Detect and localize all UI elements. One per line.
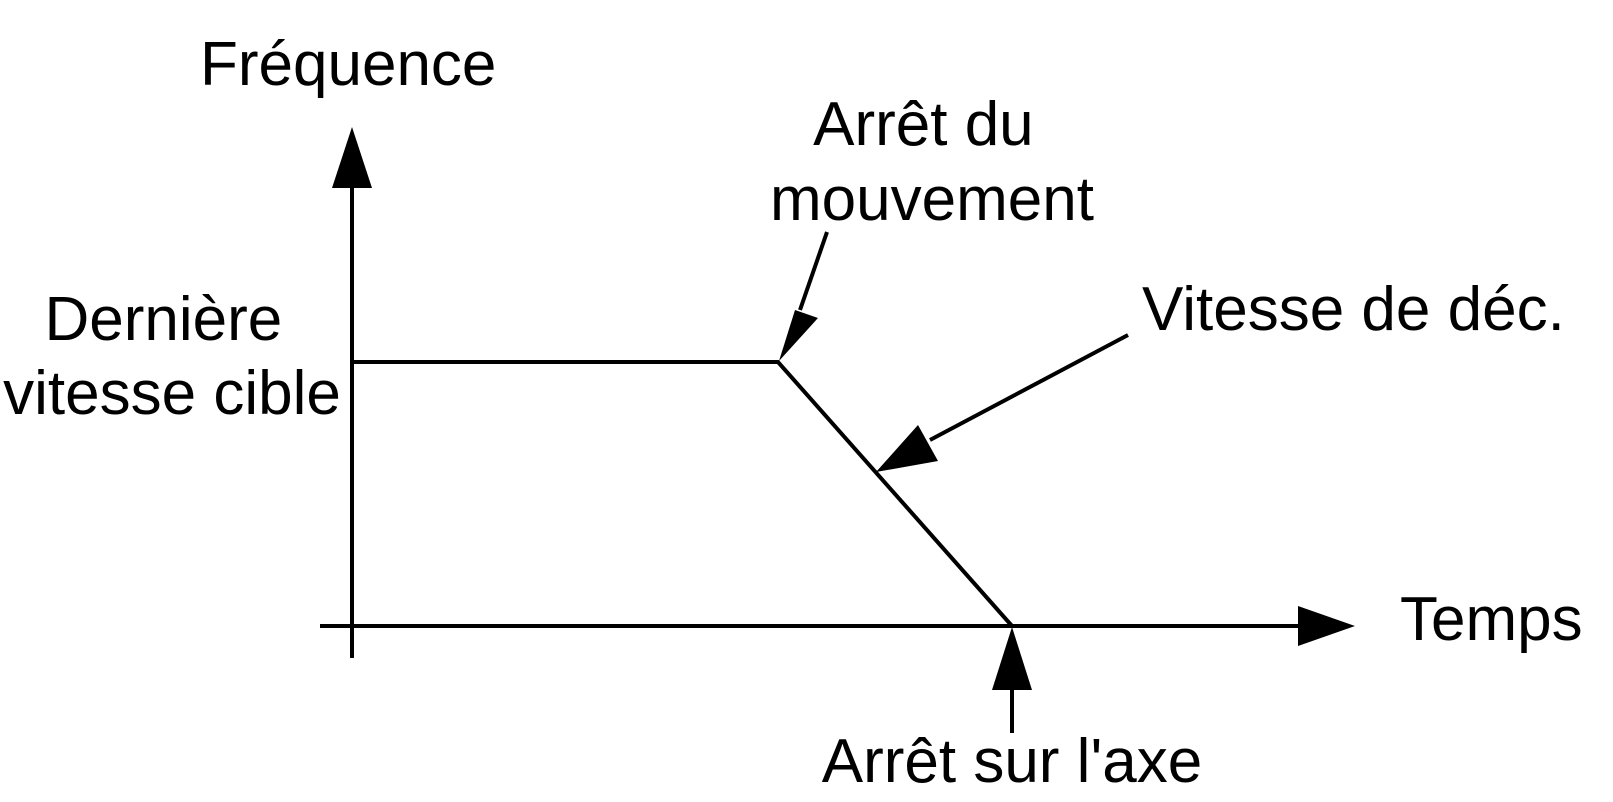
motion-stop-arrowhead xyxy=(779,310,818,361)
last-target-speed-label: Dernière vitesse cible xyxy=(3,285,341,428)
decel-rate-arrowhead xyxy=(876,425,938,472)
motion-stop-label: Arrêt du mouvement xyxy=(770,90,1094,234)
x-axis-arrowhead xyxy=(1298,606,1355,646)
motion-stop-arrow-shaft xyxy=(798,231,829,311)
decel-rate-arrow-shaft xyxy=(929,333,1129,442)
y-axis-arrowhead xyxy=(332,127,372,188)
motion-stop-line-2: mouvement xyxy=(770,165,1094,234)
x-axis-label: Temps xyxy=(1400,585,1583,654)
motion-stop-line-1: Arrêt du xyxy=(813,90,1034,159)
last-target-speed-line-1: Dernière xyxy=(44,285,282,354)
y-axis-label: Fréquence xyxy=(200,30,496,99)
axis-stop-label: Arrêt sur l'axe xyxy=(822,727,1203,796)
speed-profile-line xyxy=(352,360,1014,628)
decel-rate-label: Vitesse de déc. xyxy=(1142,275,1565,344)
last-target-speed-line-2: vitesse cible xyxy=(3,359,341,428)
axis-stop-arrowhead xyxy=(992,627,1032,690)
